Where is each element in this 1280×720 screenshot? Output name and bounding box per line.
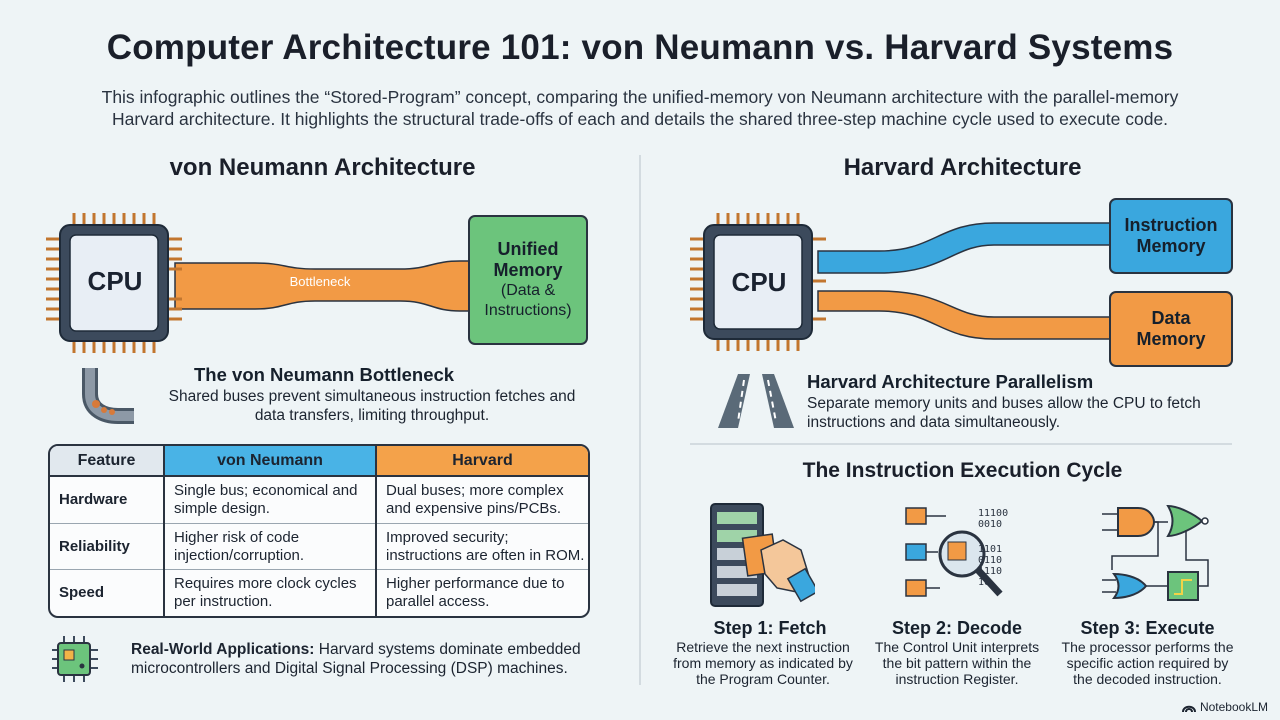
table-cell: Higher risk of code injection/corruption…: [163, 522, 376, 570]
step-1-text: Retrieve the next instruction from memor…: [673, 639, 853, 687]
table-cell: Reliability: [50, 522, 164, 570]
data-bus: [817, 290, 1115, 340]
table-cell: Speed: [50, 569, 164, 616]
page-title: Computer Architecture 101: von Neumann v…: [106, 28, 1174, 67]
data-memory-label: Data Memory: [1136, 308, 1206, 349]
applications-label: Real-World Applications:: [131, 641, 315, 658]
branding-label: NotebookLM: [1199, 700, 1268, 714]
branding: NotebookLM: [1181, 700, 1268, 714]
von-neumann-heading: von Neumann Architecture: [169, 154, 476, 181]
vn-cpu-label: CPU: [87, 266, 143, 296]
bottleneck-label: Bottleneck: [289, 274, 351, 289]
harvard-heading: Harvard Architecture: [843, 154, 1082, 181]
bit-line: 0010: [978, 519, 1003, 530]
table-cell: Requires more clock cycles per instructi…: [163, 569, 376, 616]
highway-icon: [718, 374, 794, 428]
page-subtitle: This infographic outlines the “Stored-Pr…: [101, 87, 1179, 129]
bottleneck-title: The von Neumann Bottleneck: [194, 364, 455, 385]
microcontroller-icon: [52, 636, 98, 682]
table-row: Hardware Single bus; economical and simp…: [50, 476, 588, 524]
parallelism-text: Separate memory units and buses allow th…: [807, 395, 1201, 431]
bit-pattern: 11100 0010 1101 0110 1110 10: [978, 508, 1038, 588]
section-divider: [690, 443, 1232, 445]
harvard-diagram: [690, 198, 1233, 367]
bit-line: 0110: [978, 555, 1003, 566]
table-header: Feature: [50, 446, 164, 477]
instruction-bus: [817, 222, 1115, 274]
table-header: Harvard: [375, 446, 588, 477]
table-cell: Dual buses; more complex and expensive p…: [375, 476, 588, 524]
table-cell: Higher performance due to parallel acces…: [375, 569, 588, 616]
data-memory: Data Memory: [1110, 292, 1232, 366]
unified-memory: Unified Memory (Data & Instructions): [469, 216, 587, 344]
step-1-title: Step 1: Fetch: [713, 618, 827, 638]
table-cell: Single bus; economical and simple design…: [163, 476, 376, 524]
step-2-title: Step 2: Decode: [891, 618, 1023, 638]
decode-icon: [905, 507, 1003, 597]
step-3-text: The processor performs the specific acti…: [1061, 639, 1234, 687]
table-header-row: Feature von Neumann Harvard: [50, 446, 588, 477]
unified-memory-box: [468, 215, 588, 345]
von-neumann-diagram: [46, 213, 588, 353]
unified-memory-title: Unified Memory: [493, 239, 563, 280]
step-2-text: The Control Unit interprets the bit patt…: [874, 639, 1040, 687]
harvard-cpu-label: CPU: [731, 267, 787, 297]
bit-line: 10: [978, 577, 991, 588]
step-3-title: Step 3: Execute: [1080, 618, 1215, 638]
notebooklm-icon: [1181, 705, 1196, 713]
table-cell: Hardware: [59, 490, 128, 508]
parallelism-title: Harvard Architecture Parallelism: [807, 371, 1094, 392]
bit-line: 11100: [978, 508, 1009, 519]
fetch-icon: [710, 503, 815, 607]
comparison-table: Feature von Neumann Harvard Hardware Sin…: [48, 444, 590, 618]
instruction-memory-box: [1109, 198, 1233, 274]
instruction-memory: Instruction Memory: [1110, 199, 1232, 273]
data-memory-box: [1109, 291, 1233, 367]
table-header: von Neumann: [163, 446, 376, 477]
table-cell: Improved security; instructions are ofte…: [375, 522, 588, 570]
bit-line: 1110: [978, 566, 1003, 577]
instruction-memory-label: Instruction Memory: [1124, 215, 1218, 256]
table-row: Reliability Higher risk of code injectio…: [50, 522, 588, 570]
applications-body: Harvard systems dominate embedded microc…: [131, 641, 581, 677]
bottleneck-text: Shared buses prevent simultaneous instru…: [168, 388, 576, 424]
applications-text: Real-World Applications: Harvard systems…: [131, 640, 601, 678]
cpu-chip-face: [69, 234, 159, 332]
table-row: Speed Requires more clock cycles per ins…: [50, 569, 588, 616]
unified-memory-subtitle: (Data & Instructions): [484, 282, 572, 319]
execute-icon: [1102, 504, 1209, 601]
pipe-icon: [82, 368, 134, 424]
cpu-chip-face: [713, 234, 803, 330]
column-divider: [639, 155, 641, 685]
cycle-heading: The Instruction Execution Cycle: [802, 459, 1123, 482]
bit-line: 1101: [978, 544, 1003, 555]
